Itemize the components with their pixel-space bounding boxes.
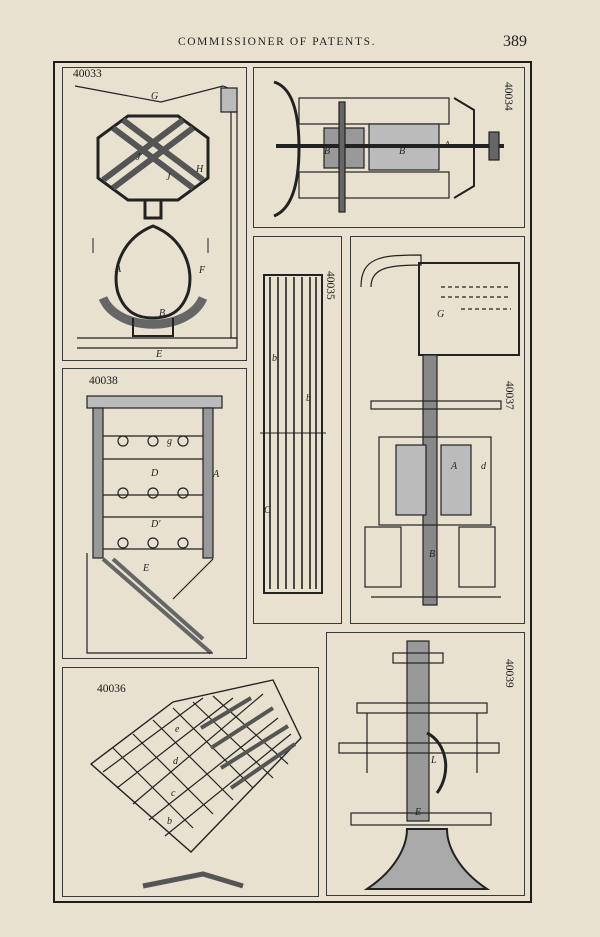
label-A: A bbox=[114, 264, 122, 275]
plate-frame bbox=[53, 61, 532, 903]
figure-40037-drawing: G A d B bbox=[360, 254, 520, 606]
figure-number: 40036 bbox=[97, 683, 126, 695]
figure-40033-drawing: G J J H A F B E bbox=[74, 85, 238, 360]
figure-40034-drawing: B B A bbox=[273, 80, 504, 218]
label-d: d bbox=[481, 461, 487, 472]
figure-40035: 40035 b b C bbox=[253, 236, 342, 624]
figure-40033: 40033 G J J H A F B E bbox=[62, 67, 247, 361]
running-title: COMMISSIONER OF PATENTS. bbox=[178, 36, 377, 48]
label-E: E bbox=[142, 563, 149, 574]
figure-40036-drawing: e d c b bbox=[89, 679, 302, 889]
label-g: g bbox=[167, 436, 172, 447]
label-L: L bbox=[430, 755, 437, 766]
figure-number: 40033 bbox=[73, 68, 102, 80]
figure-40035-drawing: b b C bbox=[260, 274, 326, 594]
label-F: F bbox=[198, 265, 206, 276]
figure-40038-drawing: g D D' A E bbox=[86, 395, 223, 655]
label-c: c bbox=[171, 788, 176, 799]
label-b2: b bbox=[306, 393, 311, 404]
figure-40037: 40037 G A d B bbox=[350, 236, 525, 624]
label-G: G bbox=[151, 91, 158, 102]
page-number: 389 bbox=[503, 33, 527, 50]
label-A: A bbox=[212, 469, 220, 480]
label-B: B bbox=[159, 308, 165, 319]
label-G: G bbox=[437, 309, 444, 320]
label-B1: B bbox=[324, 146, 330, 157]
label-e: e bbox=[175, 724, 180, 735]
figure-40039-drawing: L E bbox=[338, 640, 500, 890]
page-header: COMMISSIONER OF PATENTS. 389 bbox=[0, 33, 600, 56]
label-C: C bbox=[264, 505, 271, 516]
figure-40036: 40036 e d c b bbox=[62, 667, 319, 897]
label-E: E bbox=[414, 807, 421, 818]
figure-40039: 40039 L E bbox=[326, 632, 525, 896]
label-b1: b bbox=[272, 353, 277, 364]
label-A: A bbox=[443, 140, 451, 151]
label-B: B bbox=[429, 549, 435, 560]
figure-40034: 40034 B B A bbox=[253, 67, 525, 228]
label-A: A bbox=[450, 461, 458, 472]
label-B2: B bbox=[399, 146, 405, 157]
label-D-prime: D' bbox=[150, 519, 161, 530]
figure-40038: 40038 g D D' A E bbox=[62, 368, 247, 659]
label-J1: J bbox=[136, 152, 141, 163]
label-b: b bbox=[167, 816, 172, 827]
label-D: D bbox=[150, 468, 159, 479]
label-E: E bbox=[155, 349, 162, 360]
label-H: H bbox=[195, 164, 204, 175]
label-J2: J bbox=[166, 172, 171, 183]
figure-number: 40038 bbox=[89, 375, 118, 387]
label-d: d bbox=[173, 756, 179, 767]
